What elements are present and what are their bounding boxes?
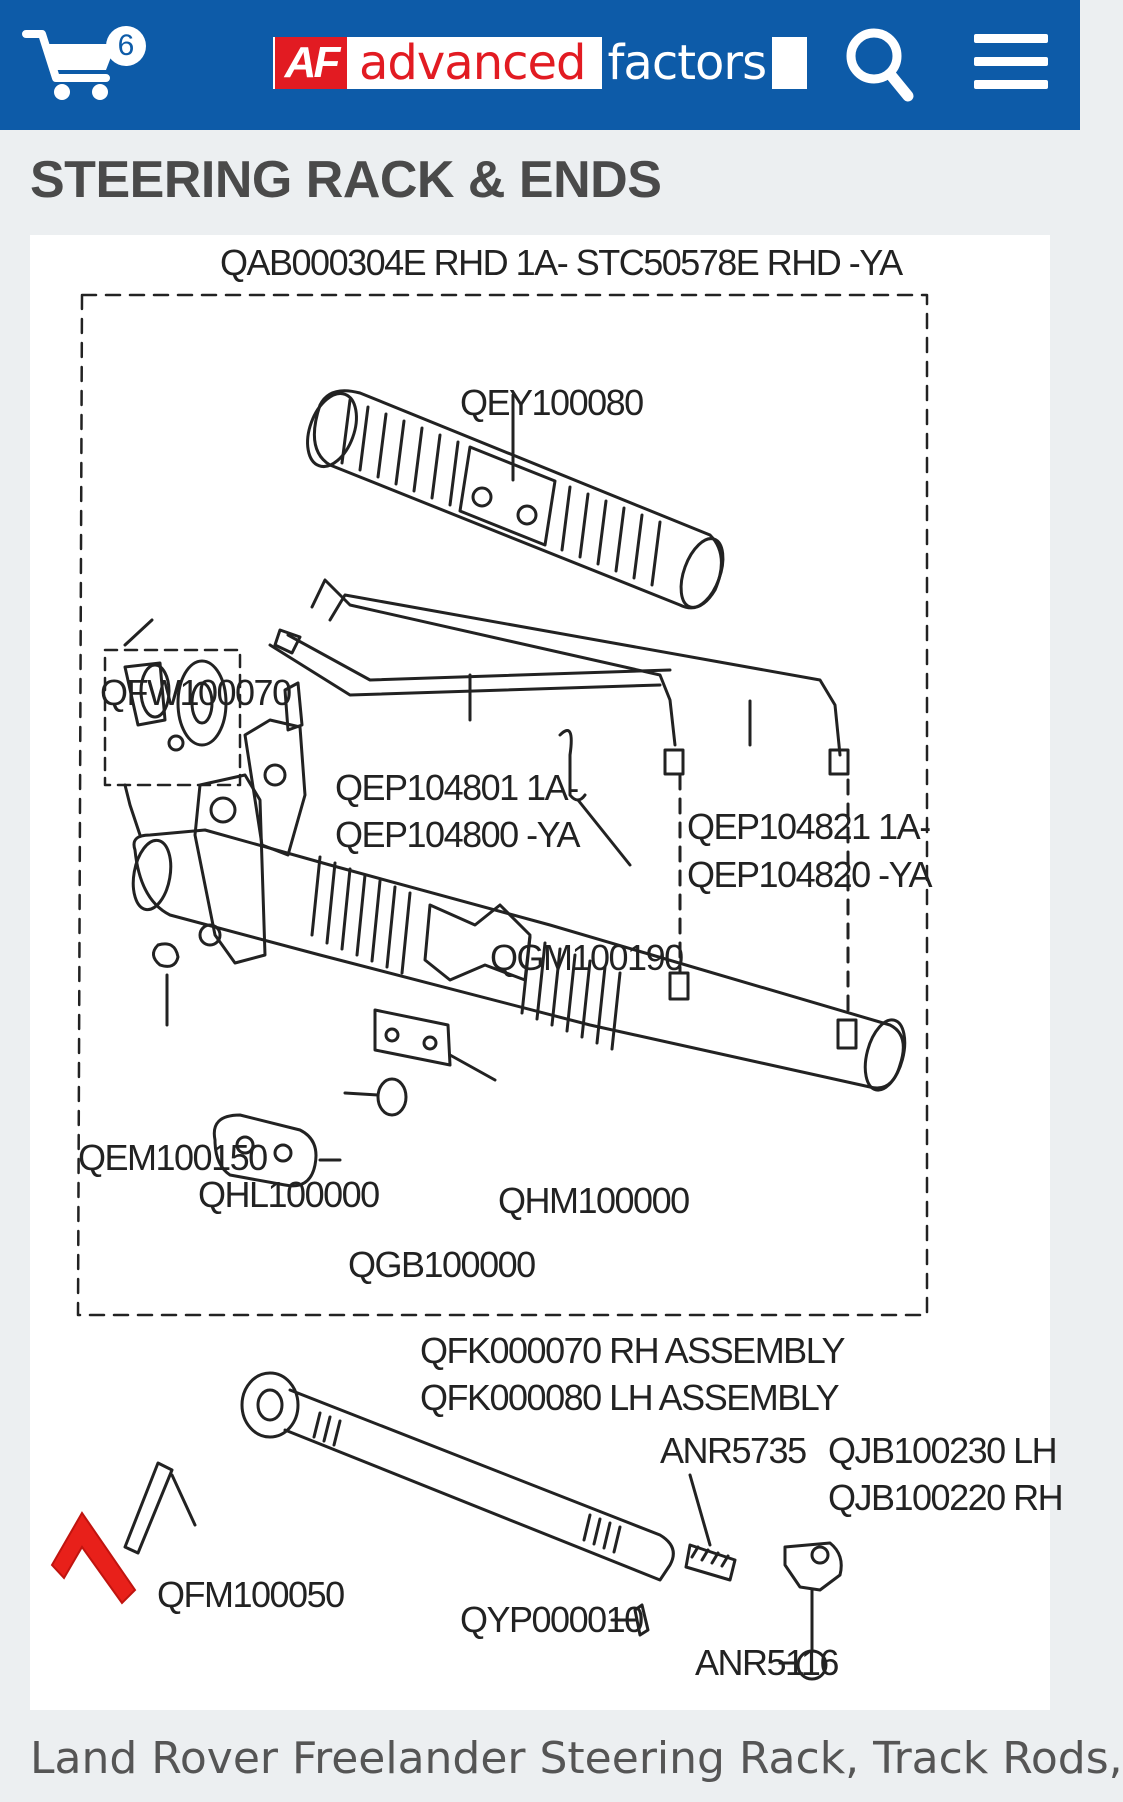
clip-drawing xyxy=(558,729,632,867)
search-icon xyxy=(846,28,914,102)
label-anr5116: ANR5116 xyxy=(695,1642,838,1683)
fluid-pipes-drawing xyxy=(268,578,850,776)
label-qfk000070: QFK000070 RH ASSEMBLY xyxy=(420,1330,846,1371)
label-qhm100000: QHM100000 xyxy=(498,1180,689,1221)
label-anr5735: ANR5735 xyxy=(660,1430,806,1471)
logo-word-factors: factors xyxy=(601,37,773,89)
label-qep104800: QEP104800 -YA xyxy=(335,814,580,855)
assembly-boundary xyxy=(76,293,929,1317)
seal-kit-drawing xyxy=(103,618,242,837)
label-qey100080: QEY100080 xyxy=(460,382,643,423)
cart-count-badge: 6 xyxy=(106,26,146,66)
site-header: 6 AF advanced factors xyxy=(0,0,1080,130)
track-rod-drawing xyxy=(123,1371,843,1681)
label-qjb100220: QJB100220 RH xyxy=(828,1477,1062,1518)
menu-icon xyxy=(974,34,1048,89)
cart-button[interactable]: 6 xyxy=(22,14,146,104)
label-qep104801: QEP104801 1A- xyxy=(335,767,578,808)
logo-mark: AF xyxy=(275,37,347,89)
menu-button[interactable] xyxy=(972,30,1052,94)
label-qfw100070: QFW100070 xyxy=(100,672,291,713)
steering-rack-diagram: QAB000304E RHD 1A- STC50578E RHD -YA QEY… xyxy=(50,242,1064,1683)
small-parts-drawing xyxy=(152,942,497,1188)
label-assembly-number: QAB000304E RHD 1A- STC50578E RHD -YA xyxy=(220,242,903,283)
label-qfm100050: QFM100050 xyxy=(157,1574,344,1615)
red-arrow-annotation xyxy=(50,1511,137,1605)
steering-rack-drawing xyxy=(131,681,907,1092)
boot-kit-drawing xyxy=(306,389,725,610)
label-qyp000010: QYP000010 xyxy=(460,1599,643,1640)
label-qgb100000: QGB100000 xyxy=(348,1244,535,1285)
logo-word-advanced: advanced xyxy=(359,35,587,91)
label-qgm100190: QGM100190 xyxy=(490,937,683,978)
label-qep104820: QEP104820 -YA xyxy=(687,854,932,895)
label-qep104821: QEP104821 1A- xyxy=(687,806,930,847)
site-logo[interactable]: AF advanced factors xyxy=(270,34,810,92)
search-button[interactable] xyxy=(842,24,916,104)
label-qjb100230: QJB100230 LH xyxy=(828,1430,1056,1471)
cart-icon xyxy=(22,30,116,100)
label-qem100150: QEM100150 xyxy=(78,1137,267,1178)
parts-diagram: QAB000304E RHD 1A- STC50578E RHD -YA QEY… xyxy=(30,235,1064,1710)
label-qhl100000: QHL100000 xyxy=(198,1174,379,1215)
page-title: STEERING RACK & ENDS xyxy=(30,151,662,209)
label-qfk000080: QFK000080 LH ASSEMBLY xyxy=(420,1377,840,1418)
product-caption: Land Rover Freelander Steering Rack, Tra… xyxy=(30,1733,1123,1784)
